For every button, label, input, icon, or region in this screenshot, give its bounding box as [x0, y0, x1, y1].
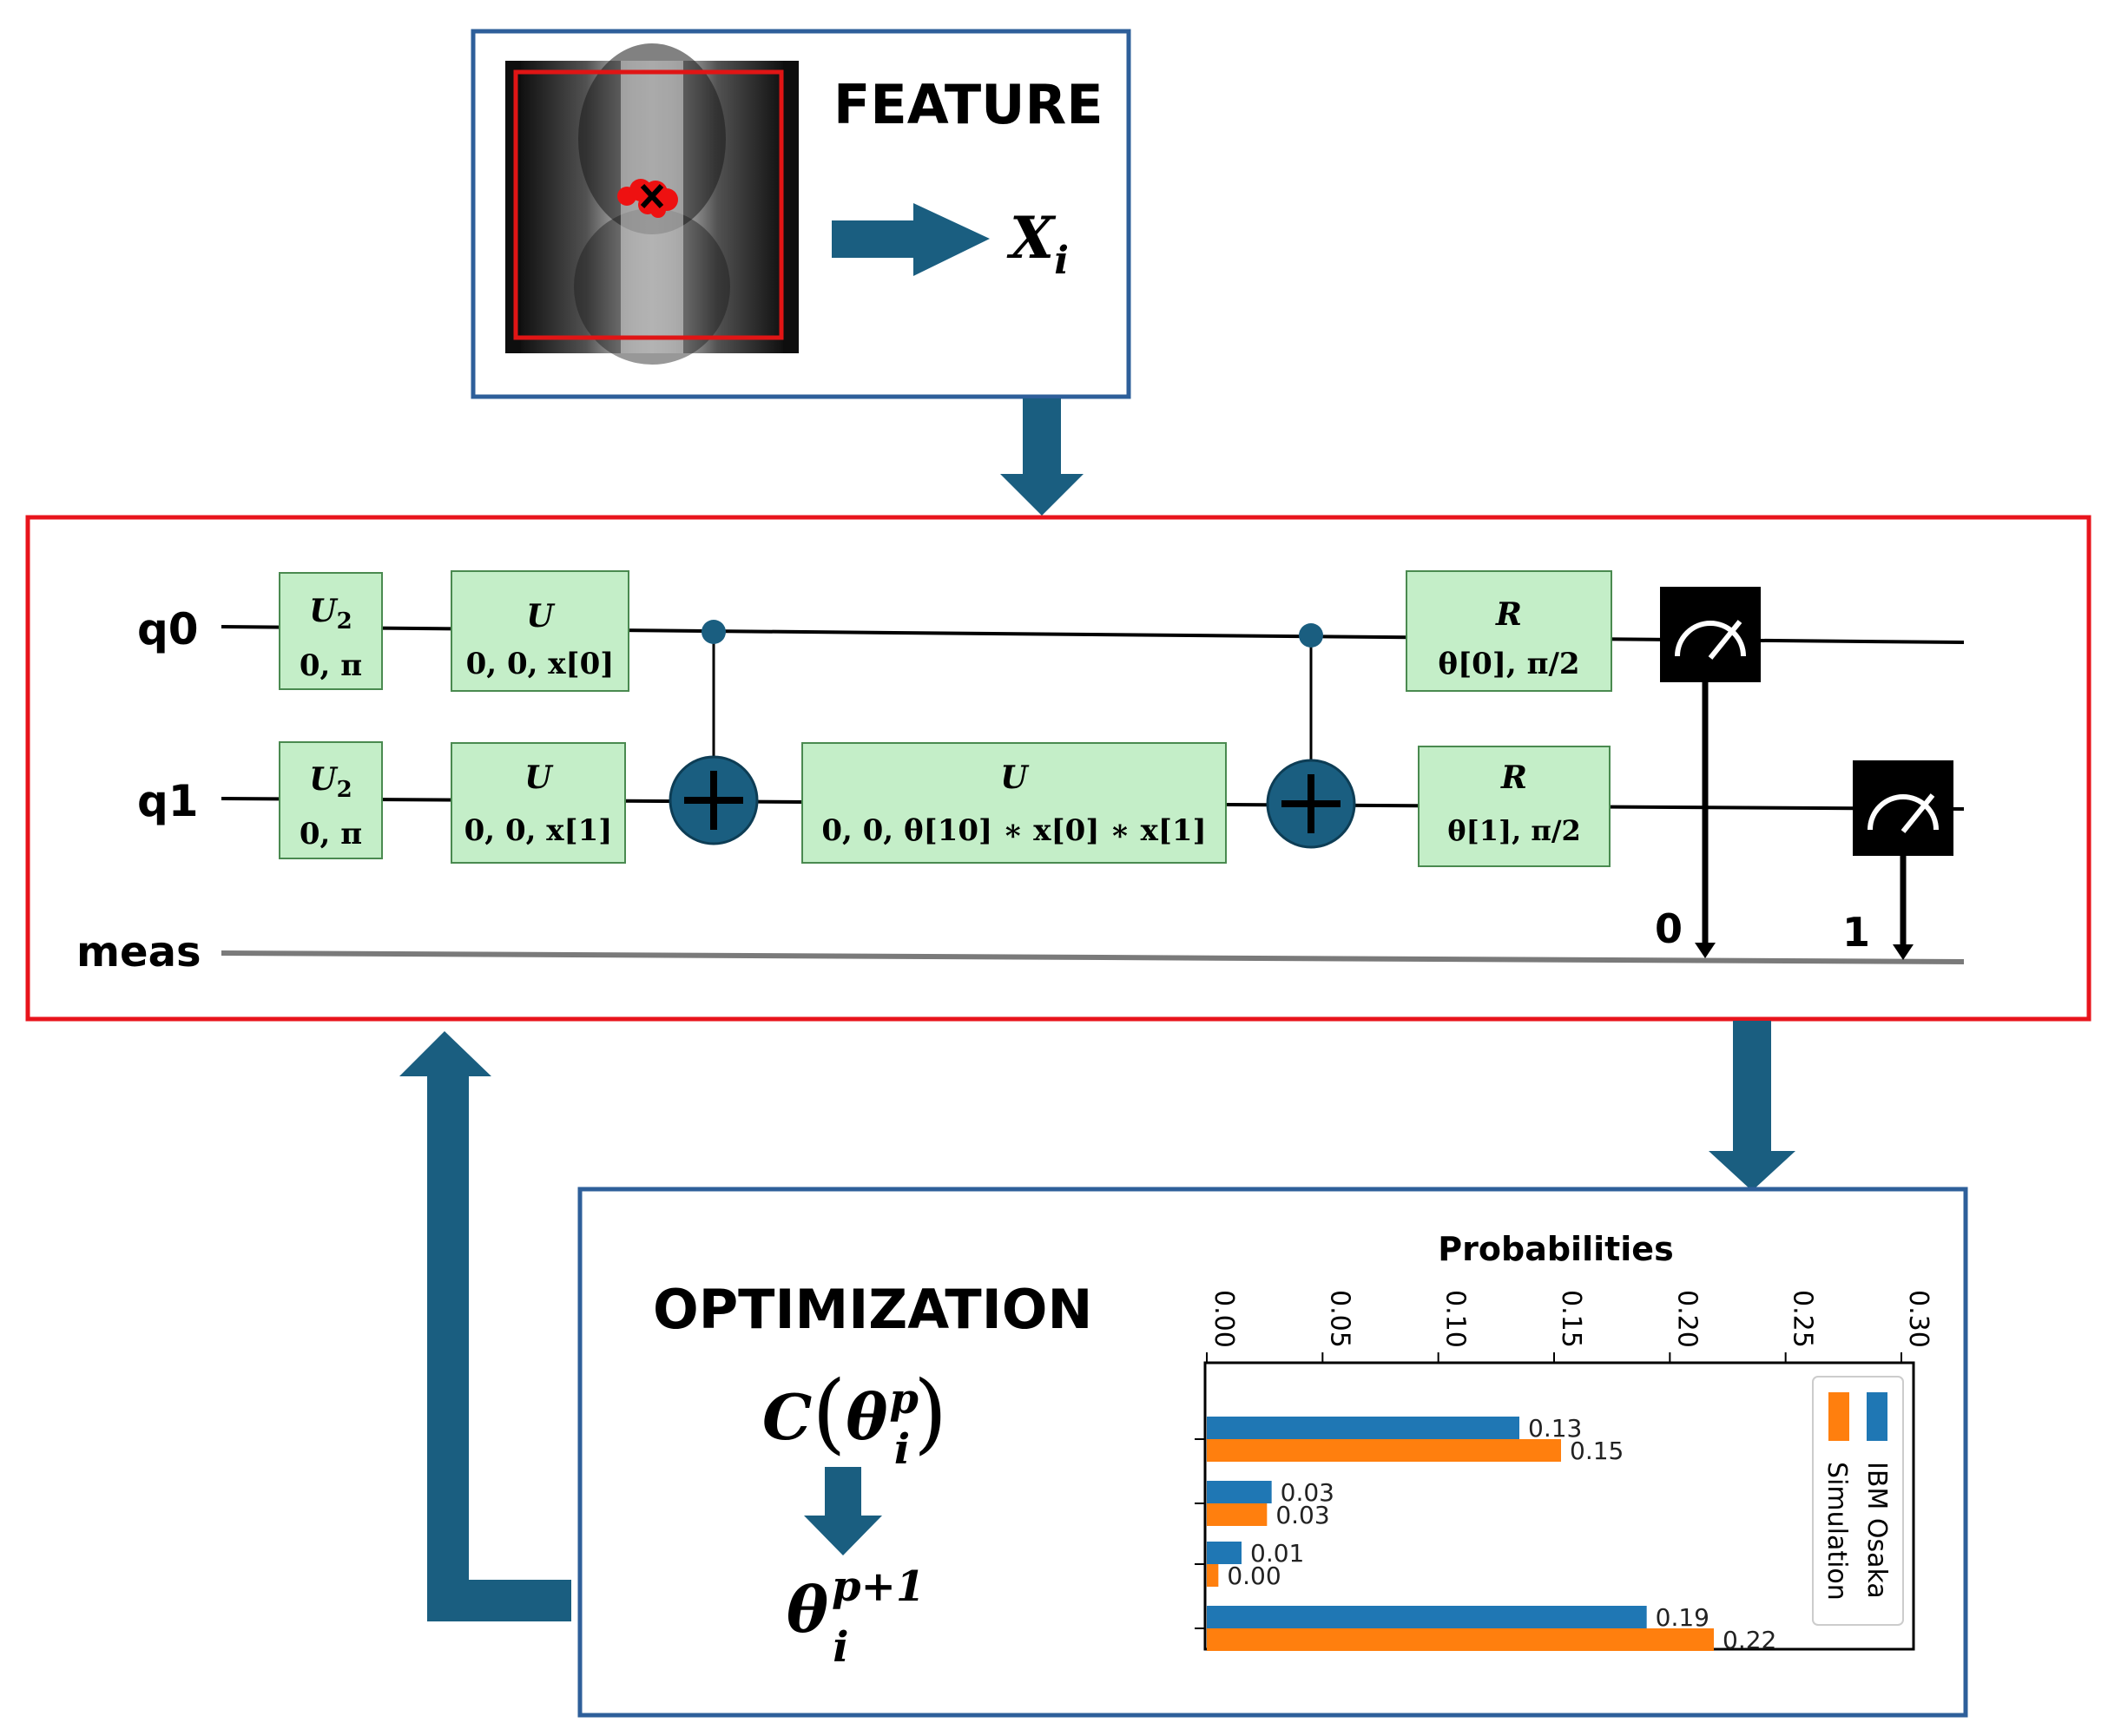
feature-panel: FEATURE Xi — [471, 29, 1131, 399]
wire-label-q1: q1 — [137, 776, 199, 826]
x-tick-label: 0.00 — [1209, 1290, 1239, 1348]
x-tick-label: 0.30 — [1903, 1290, 1933, 1348]
bar-value-label: 0.13 — [1528, 1414, 1582, 1443]
circuit-panel: q0 q1 meas U2 0, π U2 0, π U 0, 0, x[0] … — [25, 515, 2092, 1022]
svg-text:U: U — [1000, 760, 1030, 796]
x-tick-label: 0.05 — [1324, 1290, 1354, 1348]
svg-text:U: U — [526, 598, 556, 635]
svg-text:U2: U2 — [309, 761, 352, 803]
bar-value-label: 0.03 — [1275, 1501, 1329, 1529]
bar-value-label: 0.19 — [1656, 1603, 1709, 1632]
svg-text:θ[1], π/2: θ[1], π/2 — [1447, 814, 1581, 847]
arrow-feature-to-circuit — [1000, 398, 1084, 516]
roi-rectangle — [513, 69, 784, 340]
svg-text:0, π: 0, π — [300, 648, 362, 683]
bar-simulation — [1207, 1564, 1219, 1587]
measure-gate-q1 — [1853, 760, 1953, 960]
wire-meas — [221, 950, 1965, 964]
bar-value-label: 0.03 — [1281, 1478, 1334, 1507]
measure-bit-1: 1 — [1842, 909, 1870, 956]
svg-text:R: R — [1495, 596, 1522, 633]
svg-text:0, π: 0, π — [300, 817, 362, 852]
svg-text:R: R — [1500, 760, 1527, 796]
legend-swatch-simulation — [1828, 1392, 1849, 1441]
wire-label-q0: q0 — [137, 604, 199, 654]
optimization-title: OPTIMIZATION — [653, 1278, 1092, 1341]
bar-ibm-osaka — [1207, 1417, 1519, 1439]
bar-ibm-osaka — [1207, 1481, 1272, 1503]
svg-text:0, 0, x[1]: 0, 0, x[1] — [464, 813, 613, 848]
cnot-control-1 — [702, 620, 726, 644]
measure-bit-0: 0 — [1655, 905, 1683, 952]
gate-u2-q0: U2 0, π — [279, 572, 383, 690]
bar-ibm-osaka — [1207, 1606, 1647, 1628]
probabilities-chart: Probabilities 0.00 0.05 0.10 0.15 0.20 0.25 0.… — [1195, 1230, 1933, 1654]
gate-u2-q1: U2 0, π — [279, 741, 383, 859]
feature-arrow — [832, 203, 990, 276]
x-tick-label: 0.15 — [1556, 1290, 1586, 1348]
feedback-arrow — [399, 1031, 571, 1621]
bar-value-label: 0.00 — [1227, 1562, 1281, 1590]
feature-vector-symbol: Xi — [1006, 204, 1069, 283]
svg-text:U: U — [524, 760, 554, 796]
measure-gate-q0 — [1660, 587, 1761, 958]
legend-label-simulation: Simulation — [1821, 1462, 1852, 1601]
bar-value-label: 0.01 — [1250, 1539, 1304, 1568]
legend-label-ibm: IBM Osaka — [1861, 1462, 1892, 1599]
svg-text:U2: U2 — [309, 593, 352, 635]
cnot-gate-1 — [669, 620, 759, 845]
legend-swatch-ibm — [1867, 1392, 1887, 1441]
keypoint-cluster — [617, 179, 678, 218]
bar-value-label: 0.22 — [1723, 1626, 1776, 1654]
chart-title: Probabilities — [1438, 1230, 1673, 1268]
xray-image — [505, 43, 799, 365]
optimization-down-arrow — [804, 1467, 882, 1555]
gate-u-q0: U 0, 0, x[0] — [451, 570, 629, 692]
bar-value-label: 0.15 — [1570, 1437, 1624, 1465]
wire-label-meas: meas — [76, 928, 201, 976]
svg-text:0, 0, x[0]: 0, 0, x[0] — [466, 647, 615, 681]
arrow-circuit-to-optimization — [1709, 1021, 1795, 1191]
gate-u-entangle: U 0, 0, θ[10] ∗ x[0] ∗ x[1] — [801, 742, 1227, 864]
chart-legend: IBM Osaka Simulation — [1812, 1376, 1904, 1626]
cnot-gate-2 — [1266, 623, 1356, 849]
cnot-control-2 — [1299, 623, 1323, 648]
svg-text:θ[0], π/2: θ[0], π/2 — [1438, 647, 1579, 681]
gate-r-q1: R θ[1], π/2 — [1418, 746, 1611, 867]
bar-simulation — [1207, 1439, 1561, 1462]
feature-title: FEATURE — [833, 73, 1103, 136]
bar-simulation — [1207, 1628, 1714, 1651]
x-tick-label: 0.20 — [1671, 1290, 1702, 1348]
gate-u-q1: U 0, 0, x[1] — [451, 742, 626, 864]
svg-text:0, 0, θ[10] ∗ x[0] ∗ x[1]: 0, 0, θ[10] ∗ x[0] ∗ x[1] — [821, 813, 1206, 848]
x-tick-label: 0.10 — [1440, 1290, 1471, 1348]
bar-simulation — [1207, 1503, 1268, 1526]
x-tick-label: 0.25 — [1788, 1290, 1818, 1348]
bar-ibm-osaka — [1207, 1542, 1242, 1564]
gate-r-q0: R θ[0], π/2 — [1406, 570, 1612, 692]
